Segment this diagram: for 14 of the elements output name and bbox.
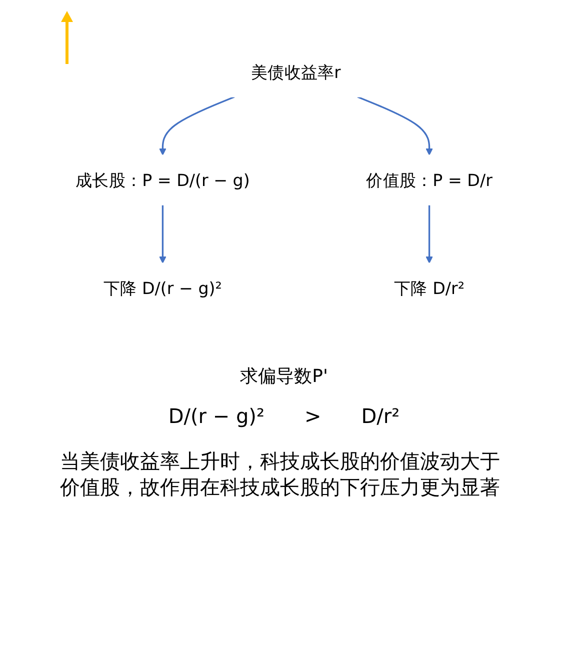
- node-text: 美债收益率r: [251, 62, 341, 82]
- node-text: 成长股：P = D/(r − g): [76, 170, 250, 190]
- arrow: [159, 96, 235, 156]
- node-text: 价值股：P = D/r: [366, 170, 492, 190]
- arrow: [159, 204, 166, 264]
- formula-text: D/r²: [361, 404, 400, 428]
- caption-text: 当美债收益率上升时，科技成长股的价值波动大于价值股，故作用在科技成长股的下行压力更为显著: [60, 449, 500, 499]
- node-text: 下降 D/r²: [394, 278, 465, 298]
- node-text: 下降 D/(r − g)²: [103, 278, 222, 298]
- formula-text: D/(r − g)²: [168, 404, 264, 428]
- step-label: 求偏导数P': [240, 366, 328, 387]
- arrow: [426, 204, 433, 264]
- arrow: [357, 96, 433, 156]
- comparison-sign: >: [304, 404, 322, 428]
